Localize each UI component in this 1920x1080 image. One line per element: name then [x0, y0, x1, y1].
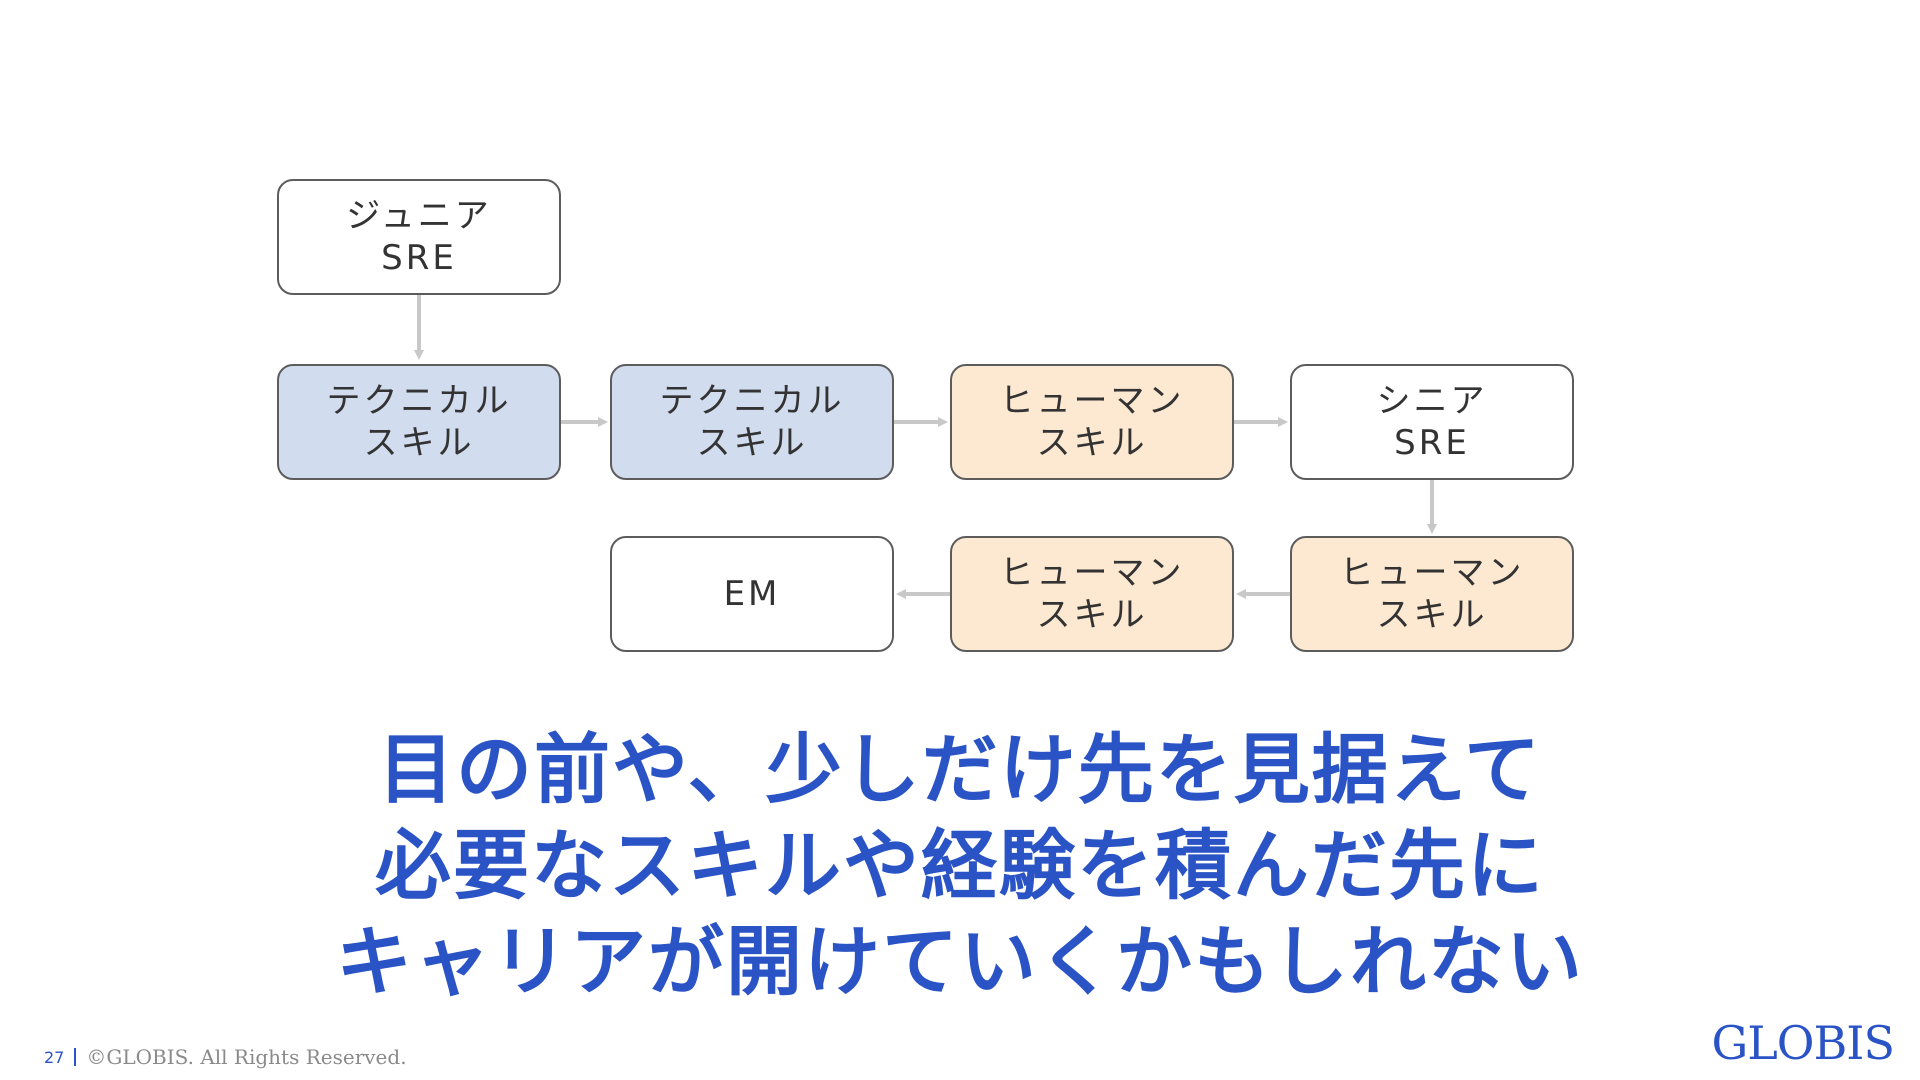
node-em: EM [610, 536, 894, 652]
footer: 27 ©GLOBIS. All Rights Reserved. [44, 1045, 407, 1069]
copyright-text: ©GLOBIS. All Rights Reserved. [86, 1045, 407, 1069]
message-line-3: キャリアが開けていくかもしれない [336, 917, 1584, 1006]
message-line-1: 目の前や、少しだけ先を見据えて [378, 725, 1542, 814]
node-human-skill-2: ヒューマン スキル [1290, 536, 1574, 652]
footer-divider [74, 1048, 77, 1066]
node-human-skill-3: ヒューマン スキル [950, 536, 1234, 652]
node-technical-skill-2: テクニカル スキル [610, 364, 894, 480]
node-senior-sre: シニア SRE [1290, 364, 1574, 480]
node-junior-sre: ジュニア SRE [277, 179, 561, 295]
node-human-skill-1: ヒューマン スキル [950, 364, 1234, 480]
page-number: 27 [44, 1047, 65, 1067]
message-line-2: 必要なスキルや経験を積んだ先に [375, 821, 1545, 910]
node-technical-skill-1: テクニカル スキル [277, 364, 561, 480]
key-message: 目の前や、少しだけ先を見据えて 必要なスキルや経験を積んだ先に キャリアが開けて… [0, 722, 1920, 1010]
globis-logo: GLOBIS [1711, 1016, 1895, 1070]
